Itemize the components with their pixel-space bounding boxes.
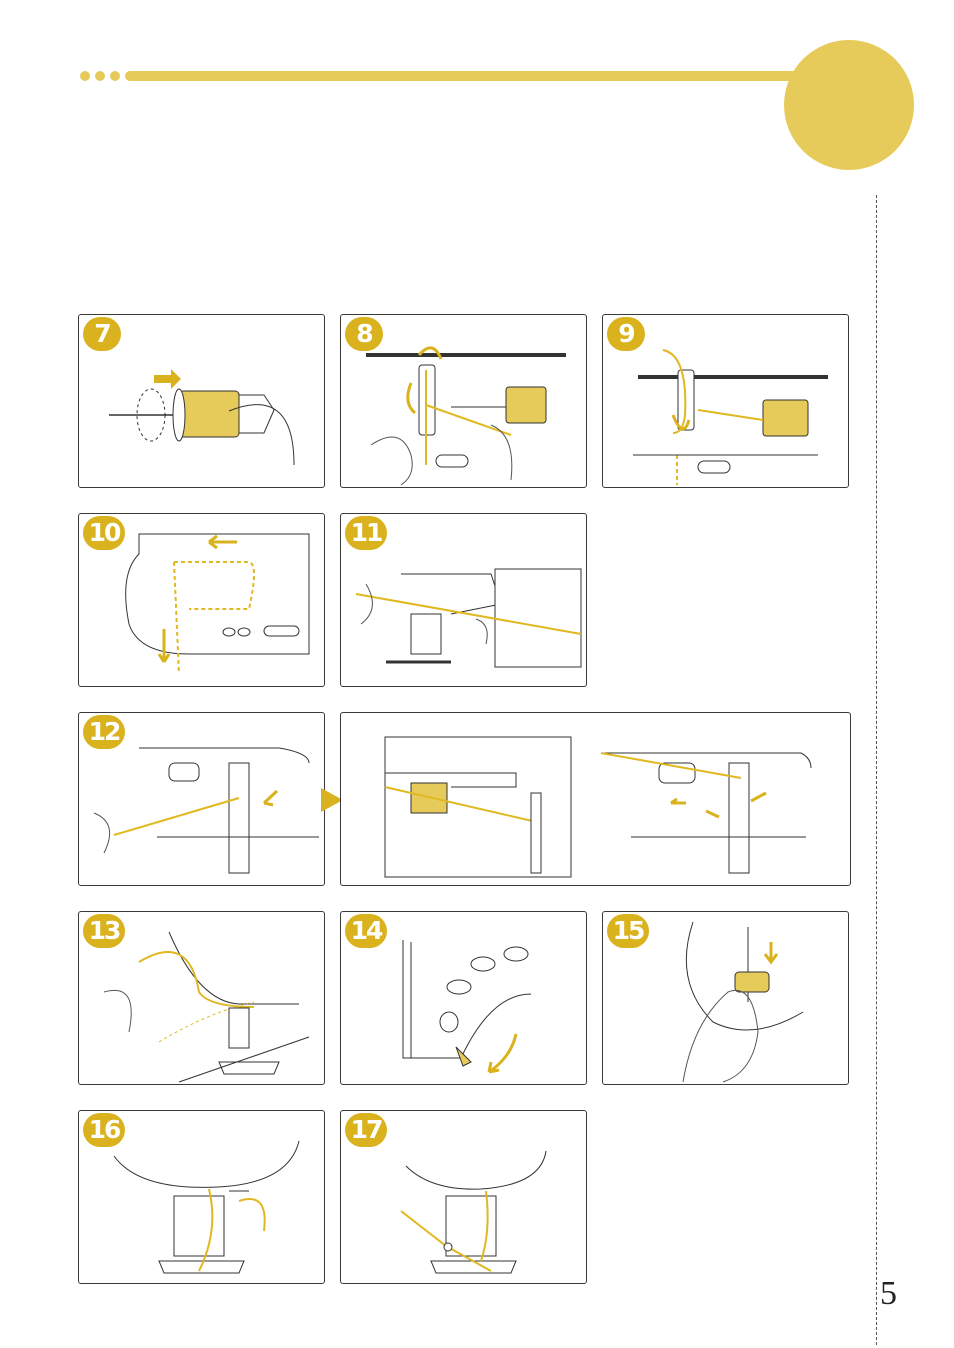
needle-bar-guide-icon	[341, 713, 851, 886]
page-number: 5	[880, 1275, 897, 1313]
header-dot	[80, 71, 90, 81]
step-number-badge: 9	[607, 317, 645, 351]
header-dot	[95, 71, 105, 81]
header-circle	[784, 40, 914, 170]
step-8-panel: 8	[340, 314, 587, 488]
step-number-badge: 15	[607, 914, 649, 948]
step-number-badge: 16	[83, 1113, 125, 1147]
step-number-badge: 8	[345, 317, 383, 351]
header-rule	[125, 71, 825, 81]
header-decoration	[0, 0, 954, 180]
step-13-panel: 13	[78, 911, 325, 1085]
step-11-panel: 11	[340, 513, 587, 687]
step-number-badge: 7	[83, 317, 121, 351]
step-number-badge: 13	[83, 914, 125, 948]
step-10-panel: 10	[78, 513, 325, 687]
step-7-panel: 7	[78, 314, 325, 488]
step-12-panel: 12	[78, 712, 325, 886]
step-14-panel: 14	[340, 911, 587, 1085]
step-16-panel: 16	[78, 1110, 325, 1284]
step-number-badge: 11	[345, 516, 387, 550]
step-12-detail-panel	[340, 712, 851, 886]
step-15-panel: 15	[602, 911, 849, 1085]
step-17-panel: 17	[340, 1110, 587, 1284]
step-number-badge: 14	[345, 914, 387, 948]
step-number-badge: 10	[83, 516, 125, 550]
margin-dashed-rule	[876, 195, 877, 1345]
step-number-badge: 12	[83, 715, 125, 749]
step-number-badge: 17	[345, 1113, 387, 1147]
header-dot	[110, 71, 120, 81]
step-9-panel: 9	[602, 314, 849, 488]
